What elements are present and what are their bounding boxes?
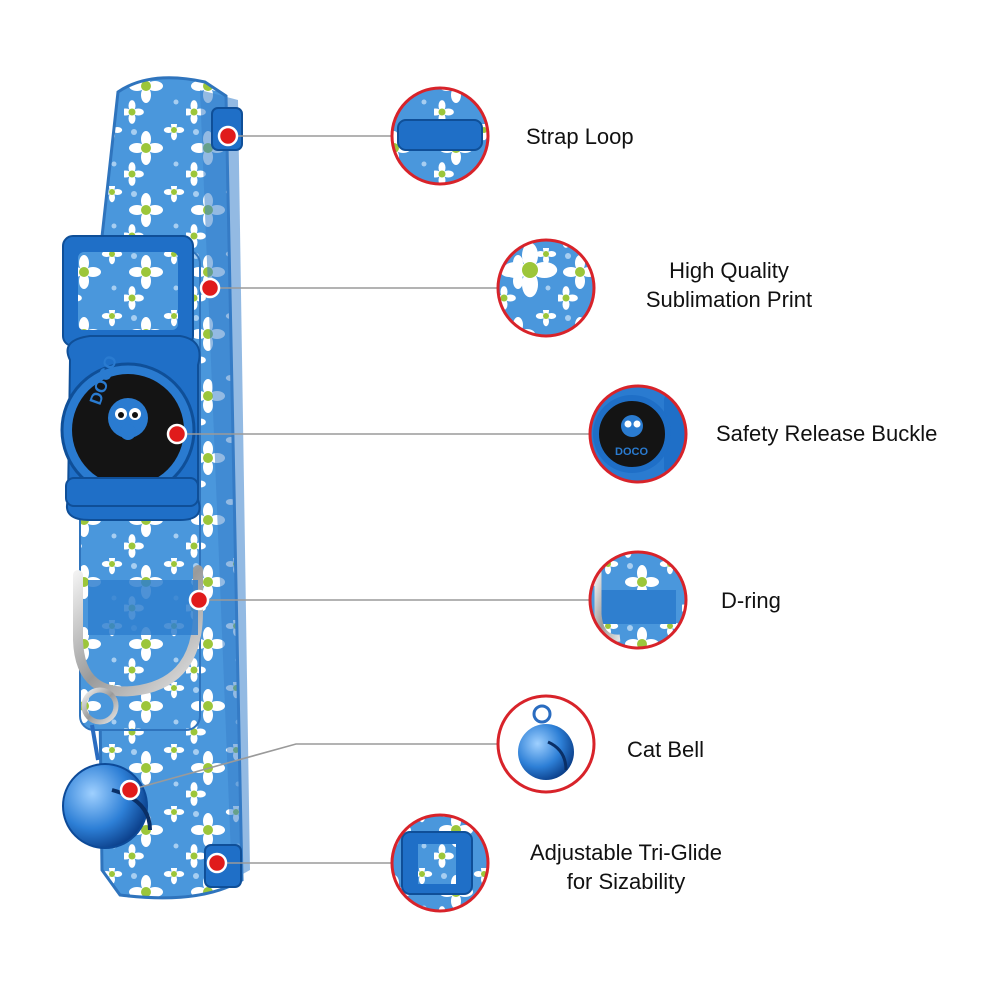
label-sublimation-print: High Quality Sublimation Print xyxy=(614,256,844,314)
doco-logo-mark xyxy=(108,398,148,440)
leader-lines xyxy=(129,135,590,864)
label-d-ring: D-ring xyxy=(721,586,781,615)
label-line: Cat Bell xyxy=(627,737,705,762)
release-buckle: DOCO xyxy=(60,335,201,521)
label-line: High Quality xyxy=(669,258,789,283)
closeup-logo-text: DOCO xyxy=(615,446,648,458)
daisy-print-closeup xyxy=(496,238,596,338)
label-release-buckle: Safety Release Buckle xyxy=(716,419,937,448)
marker-d-ring xyxy=(188,589,210,611)
tri-glide-closeup xyxy=(390,813,490,913)
marker-strap-loop xyxy=(217,125,239,147)
marker-cat-bell xyxy=(119,779,141,801)
buckle-lower-keeper xyxy=(65,477,199,507)
buckle-frame xyxy=(62,235,194,347)
label-line: for Sizability xyxy=(566,869,686,894)
label-line: Safety Release Buckle xyxy=(716,421,938,446)
buckle-closeup: DOCO xyxy=(588,384,688,484)
strap-loop-closeup xyxy=(390,86,490,186)
label-tri-glide: Adjustable Tri-Glide for Sizability xyxy=(506,838,746,896)
label-strap-loop: Strap Loop xyxy=(526,122,634,151)
marker-sublimation-print xyxy=(199,277,221,299)
d-ring xyxy=(73,565,203,697)
bell-closeup xyxy=(496,694,596,794)
callout-markers xyxy=(119,125,239,874)
label-line: Strap Loop xyxy=(526,124,634,149)
label-line: Sublimation Print xyxy=(645,287,813,312)
marker-tri-glide xyxy=(206,852,228,874)
label-line: Adjustable Tri-Glide xyxy=(530,840,722,865)
marker-release-buckle xyxy=(166,423,188,445)
label-cat-bell: Cat Bell xyxy=(627,735,704,764)
d-ring-closeup xyxy=(588,550,688,650)
label-line: D-ring xyxy=(721,588,781,613)
